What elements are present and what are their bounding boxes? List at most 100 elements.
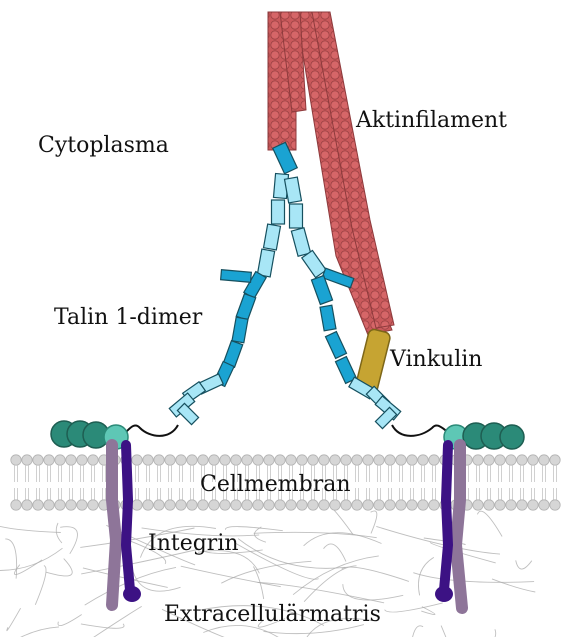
ecm-fiber <box>14 560 42 575</box>
integrin-beta-subunit <box>444 445 448 590</box>
ecm-fiber <box>7 608 21 630</box>
ecm-fiber <box>56 523 62 543</box>
ecm-fiber <box>58 615 82 626</box>
lipid-head <box>550 455 560 465</box>
lipid-head <box>198 455 208 465</box>
ecm-fiber <box>81 624 124 628</box>
lipid-head <box>132 500 142 510</box>
lipid-head <box>154 455 164 465</box>
ecm-fiber <box>413 573 534 583</box>
lipid-head <box>198 500 208 510</box>
lipid-head <box>363 500 373 510</box>
lipid-head <box>539 500 549 510</box>
lipid-head <box>396 455 406 465</box>
lipid-head <box>253 455 263 465</box>
ecm-fiber <box>221 561 311 583</box>
label-cytoplasm: Cytoplasma <box>38 133 169 158</box>
lipid-head <box>539 455 549 465</box>
lipid-head <box>176 500 186 510</box>
lipid-head <box>209 500 219 510</box>
lipid-head <box>297 500 307 510</box>
lipid-head <box>242 500 252 510</box>
lipid-head <box>429 500 439 510</box>
lipid-head <box>506 500 516 510</box>
talin-domain <box>320 305 336 331</box>
lipid-head <box>473 455 483 465</box>
talin-domain <box>177 403 198 424</box>
talin-domain <box>236 294 255 321</box>
lipid-head <box>275 455 285 465</box>
lipid-head <box>22 500 32 510</box>
integrin-beta-head <box>123 586 141 602</box>
lipid-head <box>308 455 318 465</box>
ecm-fiber <box>371 511 377 533</box>
lipid-head <box>11 455 21 465</box>
lipid-head <box>517 455 527 465</box>
ecm-fiber <box>0 517 61 533</box>
ecm-fiber <box>464 629 495 637</box>
lipid-head <box>275 500 285 510</box>
lipid-head <box>297 455 307 465</box>
talin-linker-right <box>392 425 448 436</box>
lipid-head <box>286 455 296 465</box>
talin-domain <box>291 228 310 256</box>
talin-domain <box>264 224 281 250</box>
lipid-head <box>352 455 362 465</box>
lipid-head <box>242 455 252 465</box>
lipid-head <box>429 455 439 465</box>
lipid-head <box>264 500 274 510</box>
lipid-head <box>352 500 362 510</box>
ecm-fiber <box>385 603 443 612</box>
ecm-fiber <box>342 567 409 581</box>
lipid-head <box>418 455 428 465</box>
talin-domain <box>290 204 303 228</box>
label-vinculin: Vinkulin <box>389 347 482 372</box>
lipid-head <box>319 455 329 465</box>
lipid-head <box>132 455 142 465</box>
lipid-head <box>55 500 65 510</box>
lipid-head <box>363 455 373 465</box>
lipid-head <box>220 455 230 465</box>
ecm-fiber <box>477 511 502 536</box>
lipid-head <box>77 500 87 510</box>
label-cell-membrane: Cellmembran <box>200 472 351 497</box>
lipid-head <box>264 455 274 465</box>
lipid-head <box>385 500 395 510</box>
lipid-head <box>330 455 340 465</box>
ecm-fiber <box>343 584 403 600</box>
ecm-fiber <box>410 626 423 637</box>
lipid-head <box>220 500 230 510</box>
integrin-beta-subunit <box>126 445 130 590</box>
talin-domain <box>257 249 274 277</box>
label-actin-filament: Aktinfilament <box>355 108 507 133</box>
lipid-head <box>374 500 384 510</box>
talin-domain <box>325 332 346 359</box>
lipid-head <box>165 455 175 465</box>
ecm-fiber <box>234 543 318 580</box>
lipid-head <box>231 455 241 465</box>
label-talin-dimer: Talin 1-dimer <box>54 305 203 330</box>
lipid-head <box>341 455 351 465</box>
integrin-alpha-subunit <box>456 445 462 608</box>
lipid-head <box>33 455 43 465</box>
ecm-fiber <box>254 527 265 542</box>
lipid-head <box>484 455 494 465</box>
lipid-head <box>143 455 153 465</box>
lipid-head <box>253 500 263 510</box>
lipid-head <box>33 500 43 510</box>
lipid-head <box>143 500 153 510</box>
lipid-head <box>176 455 186 465</box>
lipid-head <box>187 455 197 465</box>
talin-domain <box>272 200 285 224</box>
lipid-head <box>66 455 76 465</box>
lipid-head <box>286 500 296 510</box>
ecm-fiber <box>492 579 535 592</box>
lipid-head <box>385 455 395 465</box>
lipid-head <box>550 500 560 510</box>
lipid-head <box>88 455 98 465</box>
lipid-head <box>484 500 494 510</box>
ecm-fiber <box>304 533 382 546</box>
label-integrin: Integrin <box>148 531 239 556</box>
lipid-head <box>77 455 87 465</box>
lipid-head <box>55 455 65 465</box>
